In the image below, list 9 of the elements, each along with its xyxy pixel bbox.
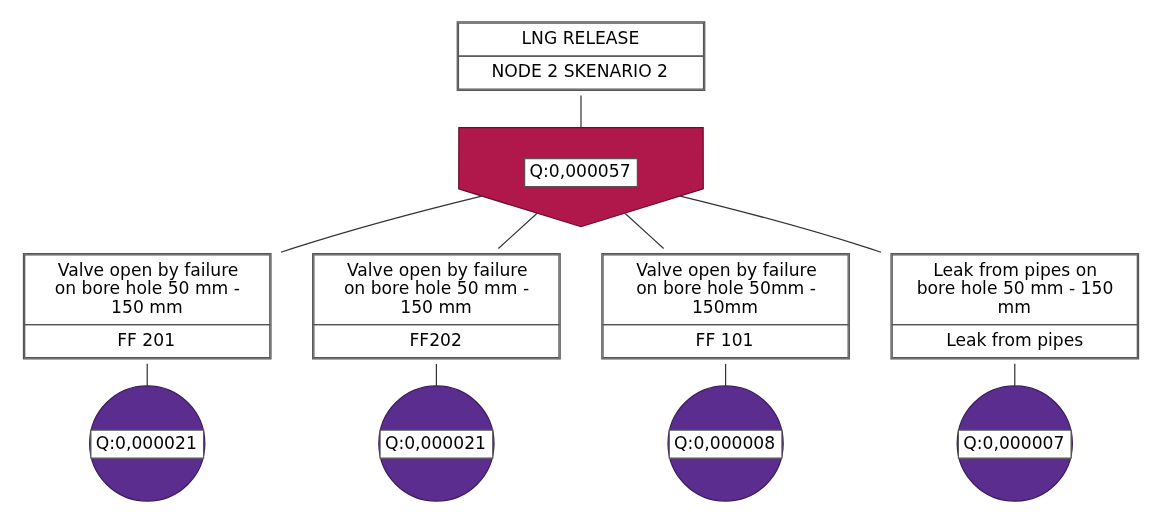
connector bbox=[280, 195, 483, 253]
connector bbox=[580, 94, 582, 129]
connector bbox=[497, 212, 538, 250]
connector bbox=[624, 212, 665, 250]
connector bbox=[1014, 363, 1016, 387]
connector bbox=[435, 363, 438, 387]
connector bbox=[679, 195, 882, 253]
connector bbox=[146, 363, 148, 387]
connector bbox=[724, 363, 727, 387]
